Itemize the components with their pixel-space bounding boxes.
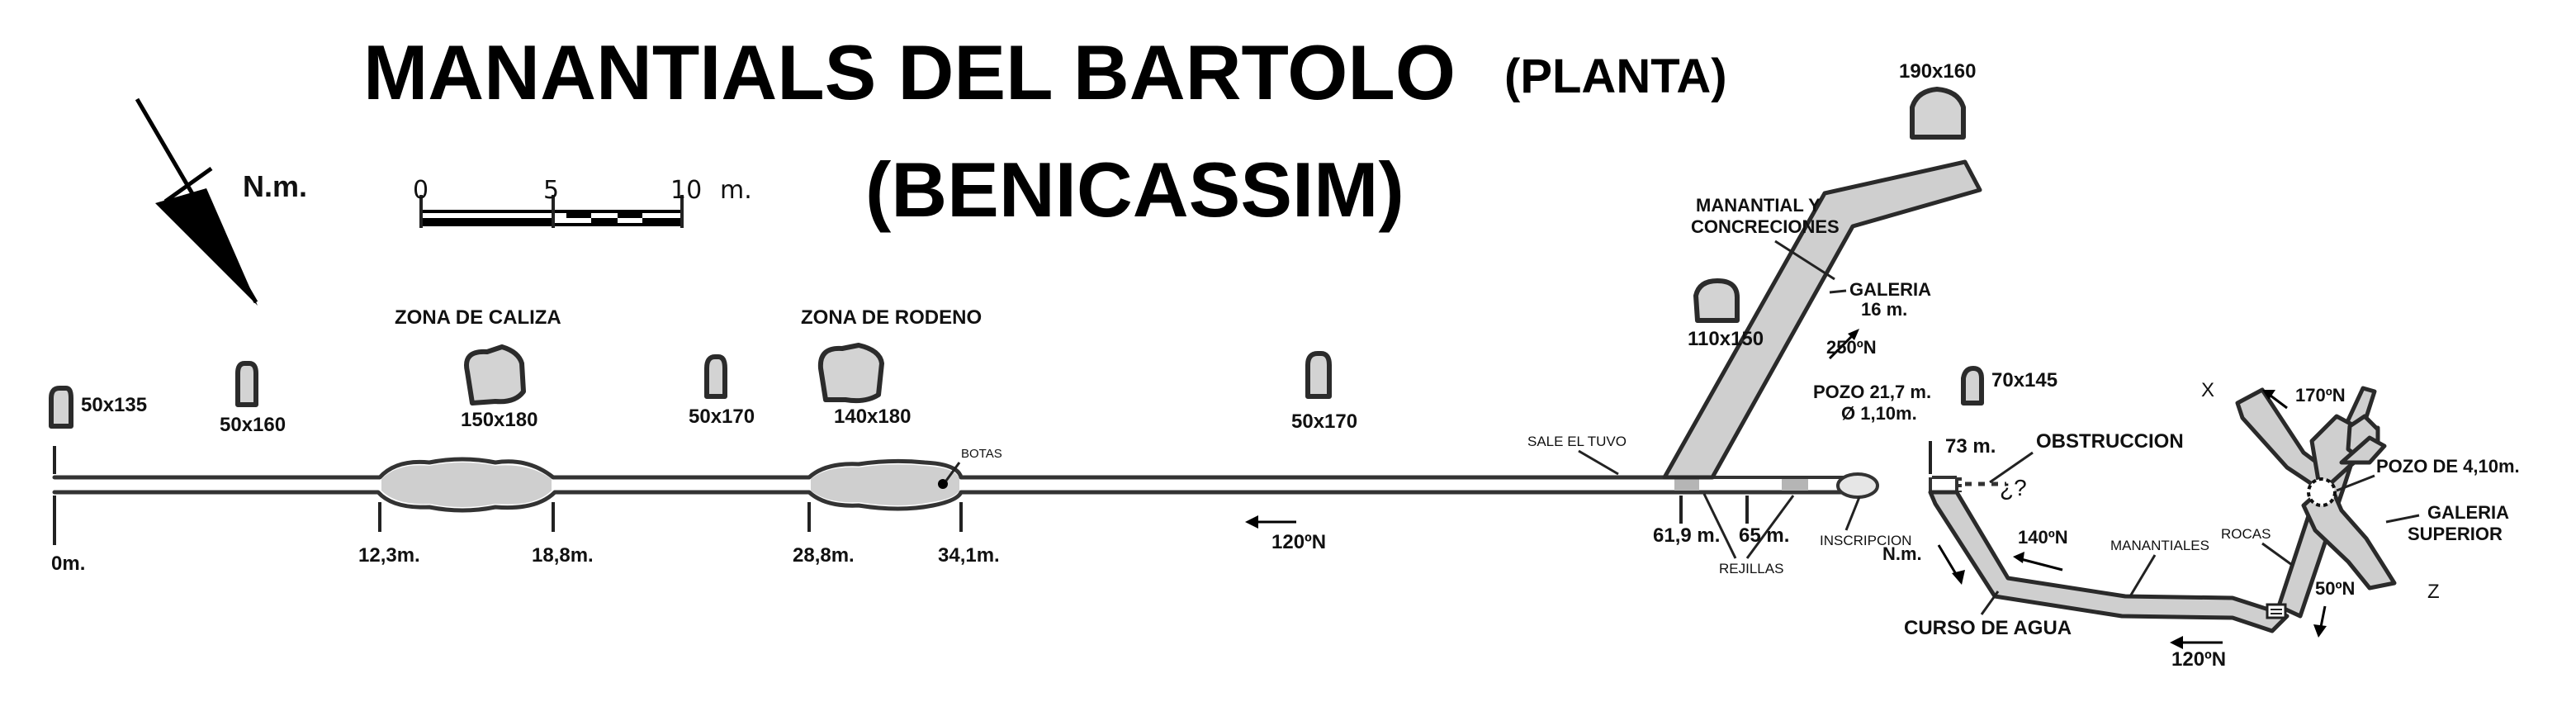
distance-18-8: 18,8m.: [532, 544, 594, 567]
curso-agua-label: CURSO DE AGUA: [1904, 617, 2072, 639]
section-7: [1693, 278, 1740, 323]
manantial-label: MANANTIAL Y: [1696, 195, 1821, 216]
pozo-label: POZO 21,7 m.: [1813, 382, 1931, 402]
section-4-label: 50x170: [689, 406, 755, 428]
grate-1: [1674, 479, 1699, 491]
pozo-4m-label: POZO DE 4,10m.: [2376, 456, 2520, 477]
x-marker: X: [2201, 379, 2214, 401]
question-mark-label: ¿?: [2000, 475, 2027, 500]
chamber-bulge: [1836, 472, 1879, 499]
rocas-label: ROCAS: [2221, 526, 2271, 542]
distance-73: 73 m.: [1945, 435, 1996, 458]
scale-label-10: 10: [670, 176, 702, 205]
section-2: [235, 361, 258, 407]
distance-61-9: 61,9 m.: [1653, 524, 1720, 547]
steps-mark: [2266, 603, 2287, 619]
section-6: [1305, 351, 1332, 399]
galeria-superior-label-1: GALERIA: [2427, 502, 2509, 523]
section-4: [704, 354, 727, 399]
main-gallery: [52, 457, 2006, 513]
distance-28-8: 28,8m.: [793, 544, 855, 567]
section-5-label: 140x180: [834, 406, 911, 428]
sale-tubo-label: SALE EL TUVO: [1527, 434, 1627, 449]
north-arrow-head: [155, 188, 258, 306]
bearing-120-main: 120ºN: [1271, 531, 1326, 553]
north-arrow: [135, 97, 258, 306]
section-8: [1910, 87, 1966, 140]
bearing-120-lower: 120ºN: [2171, 648, 2226, 671]
zone-caliza-label: ZONA DE CALIZA: [395, 306, 561, 329]
botas-label: BOTAS: [961, 447, 1002, 461]
section-9: [1961, 366, 1984, 406]
title-planta: (PLANTA): [1504, 50, 1727, 103]
section-9-label: 70x145: [1991, 369, 2057, 391]
z-marker: Z: [2427, 581, 2440, 603]
bearing-140: 140ºN: [2018, 527, 2068, 548]
scale-label-0: 0: [413, 176, 429, 205]
obstruccion-label: OBSTRUCCION: [2036, 430, 2184, 453]
zone-rodeno-label: ZONA DE RODENO: [801, 306, 982, 329]
concreciones-label: CONCRECIONES: [1691, 216, 1840, 237]
scale-label-5: 5: [543, 176, 559, 205]
rejillas-label: REJILLAS: [1719, 561, 1783, 576]
branch-galeria: [1662, 159, 1982, 480]
distance-12-3: 12,3m.: [358, 544, 420, 567]
distance-0: 0m.: [51, 553, 85, 575]
bearing-50: 50ºN: [2315, 578, 2355, 599]
galeria-superior-label-2: SUPERIOR: [2408, 524, 2503, 544]
scale-unit: m.: [720, 176, 752, 205]
section-1: [49, 386, 73, 429]
title-main: MANANTIALS DEL BARTOLO: [363, 29, 1456, 116]
section-2-label: 50x160: [220, 414, 286, 436]
pozo-diameter-label: Ø 1,10m.: [1841, 403, 1917, 424]
galeria-label: GALERIA: [1849, 279, 1931, 300]
section-5: [817, 343, 884, 404]
scale-bar: [419, 195, 684, 228]
grate-2: [1782, 479, 1808, 491]
section-7-label: 110x150: [1688, 328, 1764, 350]
section-3: [464, 344, 526, 406]
north-label: N.m.: [243, 169, 307, 203]
distance-ticks: [53, 441, 1932, 545]
nm-small-label: N.m.: [1882, 543, 1922, 564]
title-place: (BENICASSIM): [865, 146, 1404, 233]
section-1-label: 50x135: [81, 394, 147, 416]
upper-gallery-connector: [2339, 435, 2387, 465]
pit-4m-symbol: [2307, 477, 2337, 507]
section-8-label: 190x160: [1899, 60, 1976, 83]
distance-34-1: 34,1m.: [938, 544, 1000, 567]
boots-mark: [938, 479, 948, 489]
section-6-label: 50x170: [1291, 410, 1357, 433]
bearing-170: 170ºN: [2295, 385, 2346, 406]
section-3-label: 150x180: [461, 409, 537, 431]
manantiales-label: MANANTIALES: [2110, 538, 2209, 553]
galeria-length-label: 16 m.: [1861, 299, 1907, 320]
inscripcion-label: INSCRIPCION: [1820, 533, 1911, 548]
bearing-250: 250ºN: [1826, 337, 1877, 358]
